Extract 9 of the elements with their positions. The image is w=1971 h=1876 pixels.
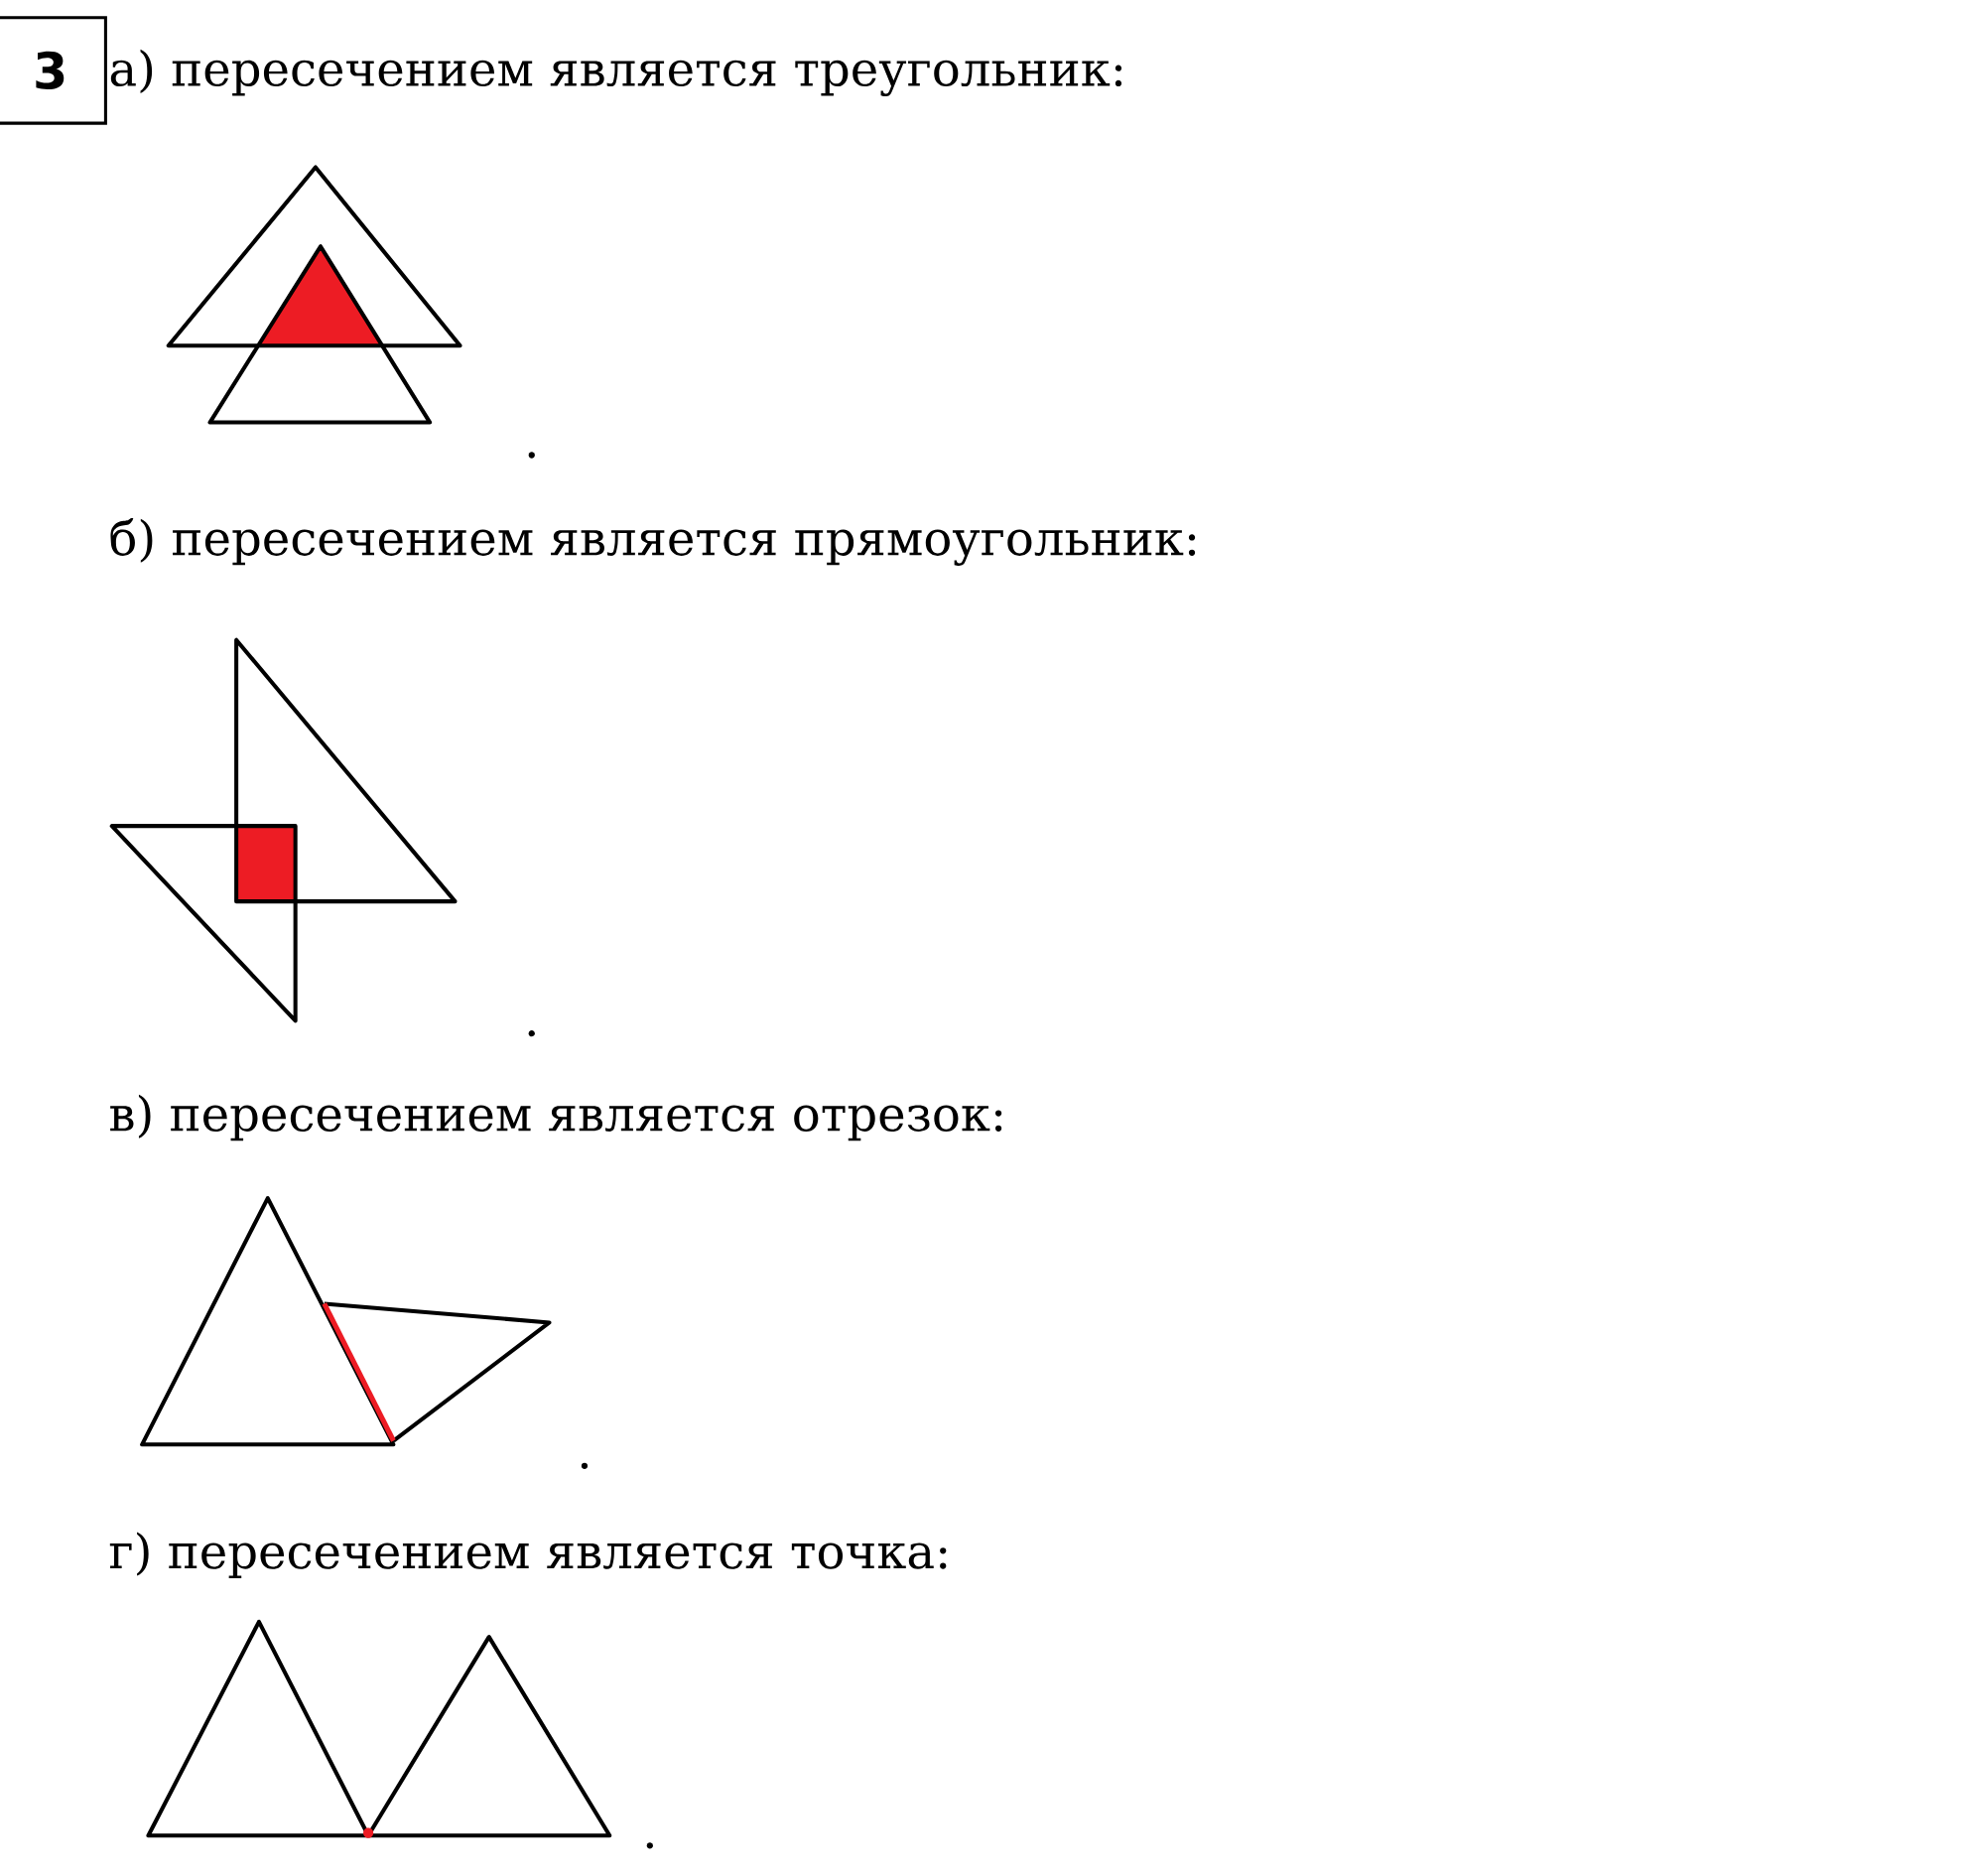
problem-number: 3 — [0, 16, 107, 125]
period: . — [528, 1030, 535, 1037]
heading-text: б) пересечением является прямоугольник: — [110, 518, 1196, 567]
period: . — [581, 1462, 589, 1470]
period: . — [528, 452, 535, 459]
heading-text: в) пересечением является отрезок: — [110, 1094, 1002, 1141]
heading-text: г) пересечением является точка: — [109, 1532, 947, 1579]
period: . — [646, 1842, 653, 1849]
heading-text: а) пересечением является треугольник: — [110, 49, 1122, 97]
